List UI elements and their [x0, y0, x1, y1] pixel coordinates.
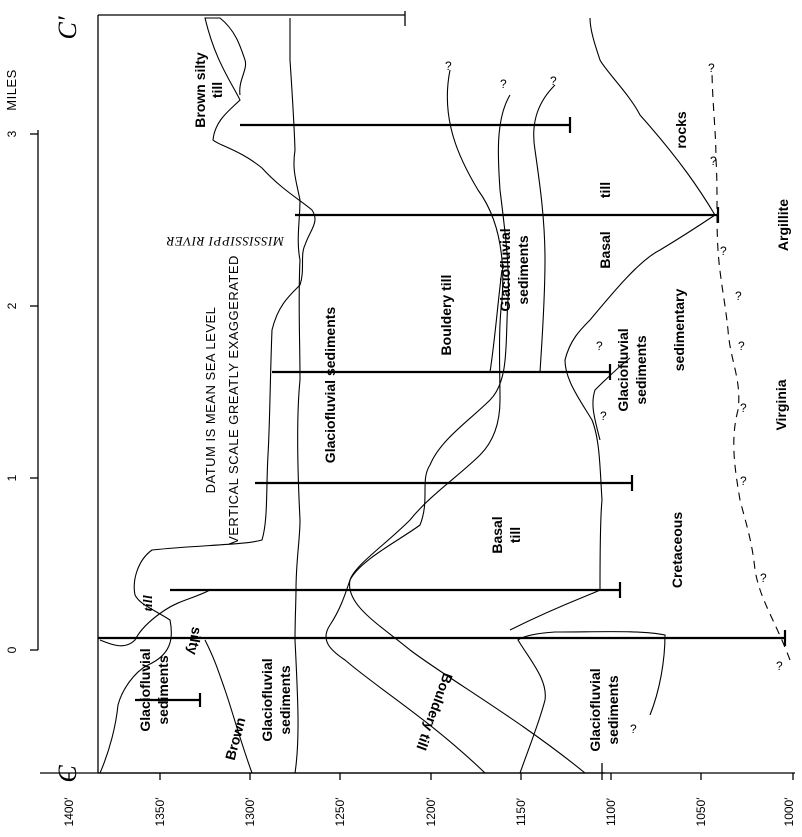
label-gf-upper-left-1: Glaciofluvial — [137, 648, 153, 731]
label-gf-lower-left-2: sediments — [605, 675, 621, 744]
dist-tick-3: 3 — [5, 130, 19, 137]
label-gf-main: Glaciofluvial sediments — [322, 307, 338, 464]
land-surface — [99, 17, 316, 774]
label-basal-left-1: Basal — [489, 516, 505, 553]
dist-tick-2: 2 — [5, 302, 19, 309]
question-mark: ? — [596, 339, 603, 353]
label-basal-right: Basal — [597, 231, 613, 268]
label-silty-left: silty — [185, 626, 206, 657]
question-mark: ? — [738, 339, 745, 353]
elev-tick-1300: 1300′ — [243, 797, 257, 827]
gf-upper-base — [289, 18, 301, 774]
cretaceous-top — [517, 631, 666, 774]
label-till-left: till — [140, 595, 155, 611]
label-cretaceous: Cretaceous — [669, 512, 685, 588]
question-mark: ? — [740, 401, 747, 415]
drill-holes — [98, 117, 787, 707]
section-start-label: C — [53, 765, 82, 783]
distance-axis: 0 1 2 3 MILES — [4, 69, 39, 653]
label-gf-upper-left-2: sediments — [155, 655, 171, 724]
question-mark: ? — [708, 61, 715, 75]
dist-tick-0: 0 — [5, 646, 19, 653]
label-bouldery-left: Bouldery till — [413, 671, 456, 752]
section-frame — [97, 11, 605, 780]
elev-tick-1000: 1000′ — [782, 797, 796, 827]
gf-right-base — [533, 84, 556, 373]
uncertain-marks: ? ? ? ? ? ? ? ? ? ? ? ? ? ? ? — [445, 59, 783, 736]
datum-note: DATUM IS MEAN SEA LEVEL — [203, 307, 218, 494]
label-argillite: Argillite — [775, 199, 791, 251]
label-basal-left-2: till — [507, 527, 523, 543]
question-mark: ? — [720, 244, 727, 258]
bouldery-till-base — [349, 94, 586, 774]
dist-tick-1: 1 — [5, 474, 19, 481]
elev-tick-1050: 1050′ — [694, 797, 708, 827]
question-mark: ? — [710, 154, 717, 168]
label-till-right: till — [597, 182, 613, 198]
bedrock-contact-dashed — [711, 67, 791, 661]
gf-lower-wedge — [592, 357, 631, 441]
gf-right-top — [489, 269, 503, 373]
label-rocks: rocks — [673, 111, 689, 149]
brown-till-base — [99, 589, 211, 647]
label-brown-right-2: till — [209, 82, 225, 98]
elev-tick-1250: 1250′ — [333, 797, 347, 827]
label-river: MISSISSIPPI RIVER — [166, 234, 285, 249]
label-brown-left: Brown — [222, 716, 249, 762]
question-mark: ? — [500, 77, 507, 91]
elev-tick-1400: 1400′ — [62, 797, 76, 827]
bouldery-till-top — [325, 69, 504, 774]
elev-tick-1100: 1100′ — [604, 797, 618, 826]
label-gf-mid-left-1: Glaciofluvial — [259, 658, 275, 741]
label-gf-lower-left-1: Glaciofluvial — [587, 668, 603, 751]
label-bouldery-mid: Bouldery till — [438, 275, 454, 356]
question-mark: ? — [760, 571, 767, 585]
question-mark: ? — [600, 409, 607, 423]
basal-till-base — [509, 17, 716, 631]
label-gf-lower-mid-1: Glaciofluvial — [615, 328, 631, 411]
elevation-axis: 1400′ 1350′ 1300′ 1250′ 1200′ 1150′ 1100… — [40, 772, 796, 827]
question-mark: ? — [776, 659, 783, 673]
label-gf-mid-left-2: sediments — [277, 665, 293, 734]
label-gf-lower-mid-2: sediments — [633, 335, 649, 404]
elev-tick-1150: 1150′ — [514, 797, 528, 826]
label-brown-right-1: Brown silty — [192, 52, 208, 128]
question-mark: ? — [740, 474, 747, 488]
scale-note: VERTICAL SCALE GREATLY EXAGGERATED — [226, 255, 241, 545]
elev-tick-1350: 1350′ — [153, 797, 167, 827]
label-gf-right-2: sediments — [515, 235, 531, 304]
contact-lines — [99, 17, 716, 774]
question-mark: ? — [735, 289, 742, 303]
question-mark: ? — [630, 722, 637, 736]
label-virginia: Virginia — [773, 379, 789, 430]
elev-tick-1200: 1200′ — [424, 797, 438, 827]
label-gf-right-1: Glaciofluvial — [497, 228, 513, 311]
label-sedimentary: sedimentary — [671, 289, 687, 372]
question-mark: ? — [550, 74, 557, 88]
unit-labels: Glaciofluvial sediments Brown silty till… — [137, 52, 791, 762]
question-mark: ? — [445, 59, 452, 73]
brown-till-lower — [204, 639, 253, 774]
distance-unit: MILES — [4, 69, 19, 111]
section-end-label: C′ — [53, 16, 82, 39]
